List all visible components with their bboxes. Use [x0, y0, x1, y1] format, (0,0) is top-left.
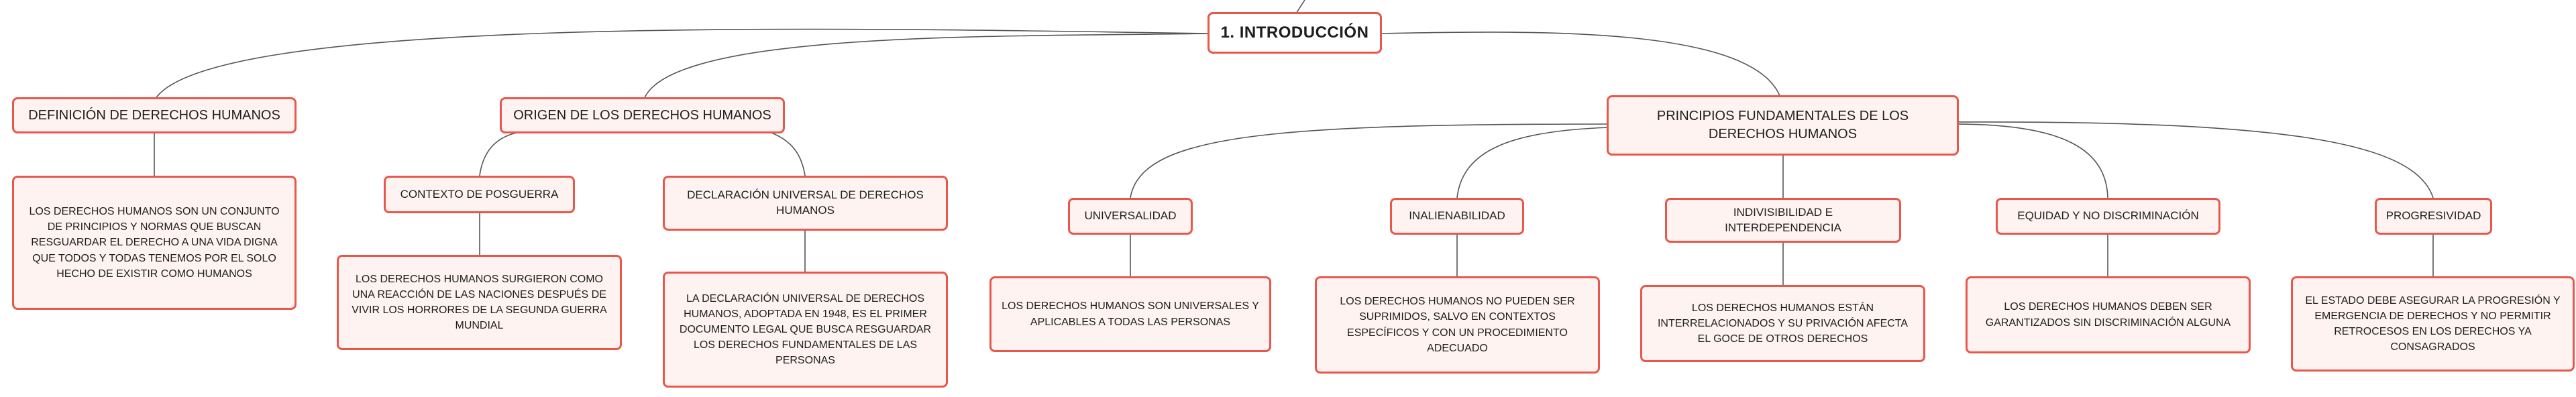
detail-node-universalidad[interactable]: LOS DERECHOS HUMANOS SON UNIVERSALES Y A…: [989, 276, 1271, 352]
connector-principios-progresividad: [1955, 121, 2434, 198]
subbranch-label: CONTEXTO DE POSGUERRA: [400, 187, 559, 201]
subbranch-label: UNIVERSALIDAD: [1084, 209, 1177, 223]
detail-text: LOS DERECHOS HUMANOS NO PUEDEN SER SUPRI…: [1340, 296, 1575, 354]
subbranch-label: EQUIDAD Y NO DISCRIMINACIÓN: [2017, 209, 2199, 223]
subbranch-node-indivisibilidad[interactable]: INDIVISIBILIDAD E INTERDEPENDENCIA: [1665, 198, 1901, 243]
subbranch-label: INALIENABILIDAD: [1409, 209, 1505, 223]
detail-text: LOS DERECHOS HUMANOS SON UN CONJUNTO DE …: [29, 206, 280, 280]
connector-root-definicion: [154, 28, 1208, 101]
connector-root-up: [1295, 0, 1305, 14]
detail-node-indivisibilidad[interactable]: LOS DERECHOS HUMANOS ESTÁN INTERRELACION…: [1640, 285, 1925, 362]
branch-label: ORIGEN DE LOS DERECHOS HUMANOS: [513, 107, 771, 123]
detail-node-declaracion-universal[interactable]: LA DECLARACIÓN UNIVERSAL DE DERECHOS HUM…: [663, 272, 948, 388]
subbranch-label: INDIVISIBILIDAD E INTERDEPENDENCIA: [1725, 205, 1841, 234]
subbranch-node-equidad[interactable]: EQUIDAD Y NO DISCRIMINACIÓN: [1996, 198, 2220, 235]
root-node-introduccion[interactable]: 1. INTRODUCCIÓN: [1208, 12, 1382, 54]
branch-node-definicion[interactable]: DEFINICIÓN DE DERECHOS HUMANOS: [12, 97, 297, 133]
subbranch-node-progresividad[interactable]: PROGRESIVIDAD: [2375, 198, 2492, 235]
detail-node-equidad[interactable]: LOS DERECHOS HUMANOS DEBEN SER GARANTIZA…: [1966, 276, 2251, 353]
connector-root-principios: [1381, 32, 1782, 100]
detail-text: LOS DERECHOS HUMANOS DEBEN SER GARANTIZA…: [1985, 301, 2231, 329]
detail-text: LOS DERECHOS HUMANOS ESTÁN INTERRELACION…: [1657, 302, 1909, 345]
detail-node-progresividad[interactable]: EL ESTADO DEBE ASEGURAR LA PROGRESIÓN Y …: [2291, 276, 2575, 372]
connector-root-origen: [643, 33, 1208, 100]
detail-text: LOS DERECHOS HUMANOS SON UNIVERSALES Y A…: [1002, 300, 1259, 328]
subbranch-node-contexto-posguerra[interactable]: CONTEXTO DE POSGUERRA: [384, 176, 575, 213]
branch-label: DEFINICIÓN DE DERECHOS HUMANOS: [28, 107, 280, 123]
detail-node-contexto-posguerra[interactable]: LOS DERECHOS HUMANOS SURGIERON COMO UNA …: [337, 255, 622, 350]
detail-node-inalienabilidad[interactable]: LOS DERECHOS HUMANOS NO PUEDEN SER SUPRI…: [1315, 276, 1600, 374]
detail-text: LOS DERECHOS HUMANOS SURGIERON COMO UNA …: [352, 273, 607, 332]
branch-label: PRINCIPIOS FUNDAMENTALES DE LOS DERECHOS…: [1656, 109, 1909, 141]
connector-origen-contexto: [479, 132, 517, 176]
branch-node-principios[interactable]: PRINCIPIOS FUNDAMENTALES DE LOS DERECHOS…: [1607, 95, 1959, 156]
connector-principios-equidad: [1955, 123, 2108, 198]
connector-origen-declaracion: [771, 132, 806, 176]
connector-principios-inalienabilidad: [1456, 127, 1611, 198]
subbranch-node-inalienabilidad[interactable]: INALIENABILIDAD: [1390, 198, 1524, 235]
detail-text: EL ESTADO DEBE ASEGURAR LA PROGRESIÓN Y …: [2305, 294, 2561, 353]
subbranch-node-universalidad[interactable]: UNIVERSALIDAD: [1068, 198, 1193, 235]
detail-text: LA DECLARACIÓN UNIVERSAL DE DERECHOS HUM…: [679, 292, 932, 367]
subbranch-label: DECLARACIÓN UNIVERSAL DE DERECHOS HUMANO…: [687, 188, 924, 217]
connector-principios-universalidad: [1130, 123, 1611, 198]
detail-node-definicion[interactable]: LOS DERECHOS HUMANOS SON UN CONJUNTO DE …: [12, 176, 297, 310]
root-label: 1. INTRODUCCIÓN: [1220, 23, 1369, 42]
subbranch-node-declaracion-universal[interactable]: DECLARACIÓN UNIVERSAL DE DERECHOS HUMANO…: [663, 176, 948, 231]
subbranch-label: PROGRESIVIDAD: [2385, 209, 2481, 223]
branch-node-origen[interactable]: ORIGEN DE LOS DERECHOS HUMANOS: [500, 97, 785, 133]
